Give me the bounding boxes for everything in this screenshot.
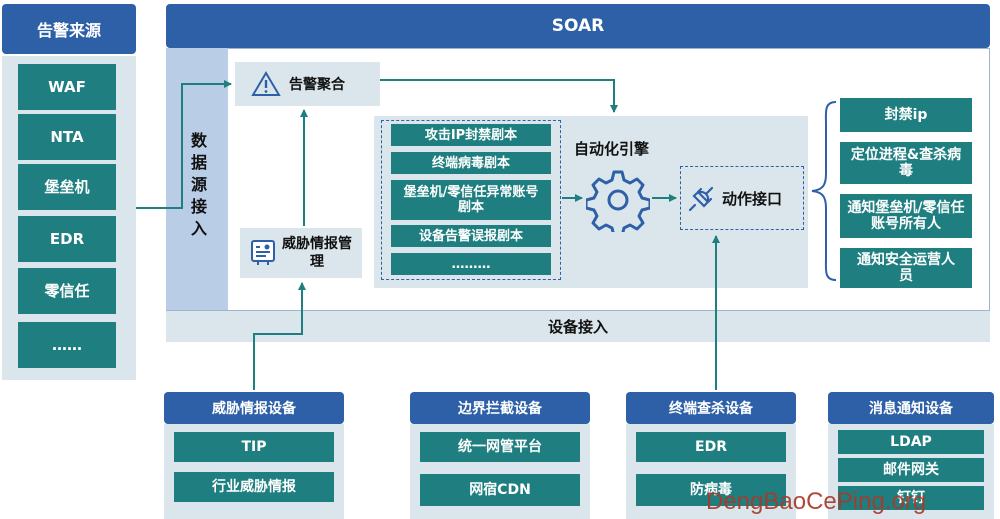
data-access-strip <box>166 48 228 310</box>
playbook-attack-ip-block: 攻击IP封禁剧本 <box>391 124 551 146</box>
intel-panel-icon <box>250 239 276 267</box>
action-locate-kill-virus: 定位进程&查杀病毒 <box>840 142 972 184</box>
threat-intel-devices-header: 威胁情报设备 <box>164 392 344 424</box>
device-edr: EDR <box>636 432 786 462</box>
threat-intel-mgmt-label: 威胁情报管理 <box>282 236 352 270</box>
device-unified-mgmt: 统一网管平台 <box>420 432 580 462</box>
endpoint-devices-header: 终端查杀设备 <box>626 392 796 424</box>
alert-source-item-bastion: 堡垒机 <box>18 164 116 210</box>
playbook-group <box>381 120 561 280</box>
device-industry-intel: 行业威胁情报 <box>174 472 334 502</box>
warning-icon <box>251 71 281 97</box>
device-dingtalk: 钉钉 <box>838 486 984 510</box>
playbook-abnormal-account: 堡垒机/零信任异常账号剧本 <box>391 180 551 220</box>
action-interface-label: 动作接口 <box>722 190 783 208</box>
playbook-more: ……… <box>391 253 551 275</box>
alert-aggregation-label: 告警聚合 <box>289 77 345 93</box>
alert-source-header: 告警来源 <box>2 4 136 54</box>
alert-source-item-edr: EDR <box>18 216 116 262</box>
device-ldap: LDAP <box>838 430 984 454</box>
device-mail-gateway: 邮件网关 <box>838 458 984 482</box>
alert-source-item-more: …… <box>18 322 116 368</box>
plug-icon <box>686 184 716 214</box>
device-access-strip <box>166 310 990 342</box>
notify-devices-header: 消息通知设备 <box>828 392 994 424</box>
watermark: DengBaoCePing.org <box>706 488 927 515</box>
alert-aggregation-node: 告警聚合 <box>235 62 380 106</box>
action-block-ip: 封禁ip <box>840 98 972 132</box>
playbook-endpoint-virus: 终端病毒剧本 <box>391 152 551 174</box>
playbook-false-positive: 设备告警误报剧本 <box>391 225 551 247</box>
action-interface-group <box>680 166 804 230</box>
action-notify-sec-ops: 通知安全运营人员 <box>840 248 972 288</box>
alert-source-item-waf: WAF <box>18 64 116 110</box>
device-antivirus: 防病毒 <box>636 474 786 506</box>
action-brace <box>810 100 840 282</box>
soar-header: SOAR <box>166 4 990 48</box>
threat-intel-mgmt-node: 威胁情报管理 <box>240 228 362 278</box>
alert-source-item-zero-trust: 零信任 <box>18 268 116 314</box>
alert-source-item-nta: NTA <box>18 114 116 160</box>
automation-engine-label: 自动化引擎 <box>574 140 650 158</box>
device-cdn: 网宿CDN <box>420 474 580 506</box>
data-access-label: 数据源接入 <box>190 131 207 238</box>
device-tip: TIP <box>174 432 334 462</box>
action-notify-account-owner: 通知堡垒机/零信任账号所有人 <box>840 194 972 238</box>
device-access-label: 设备接入 <box>547 317 608 336</box>
boundary-devices-header: 边界拦截设备 <box>410 392 590 424</box>
